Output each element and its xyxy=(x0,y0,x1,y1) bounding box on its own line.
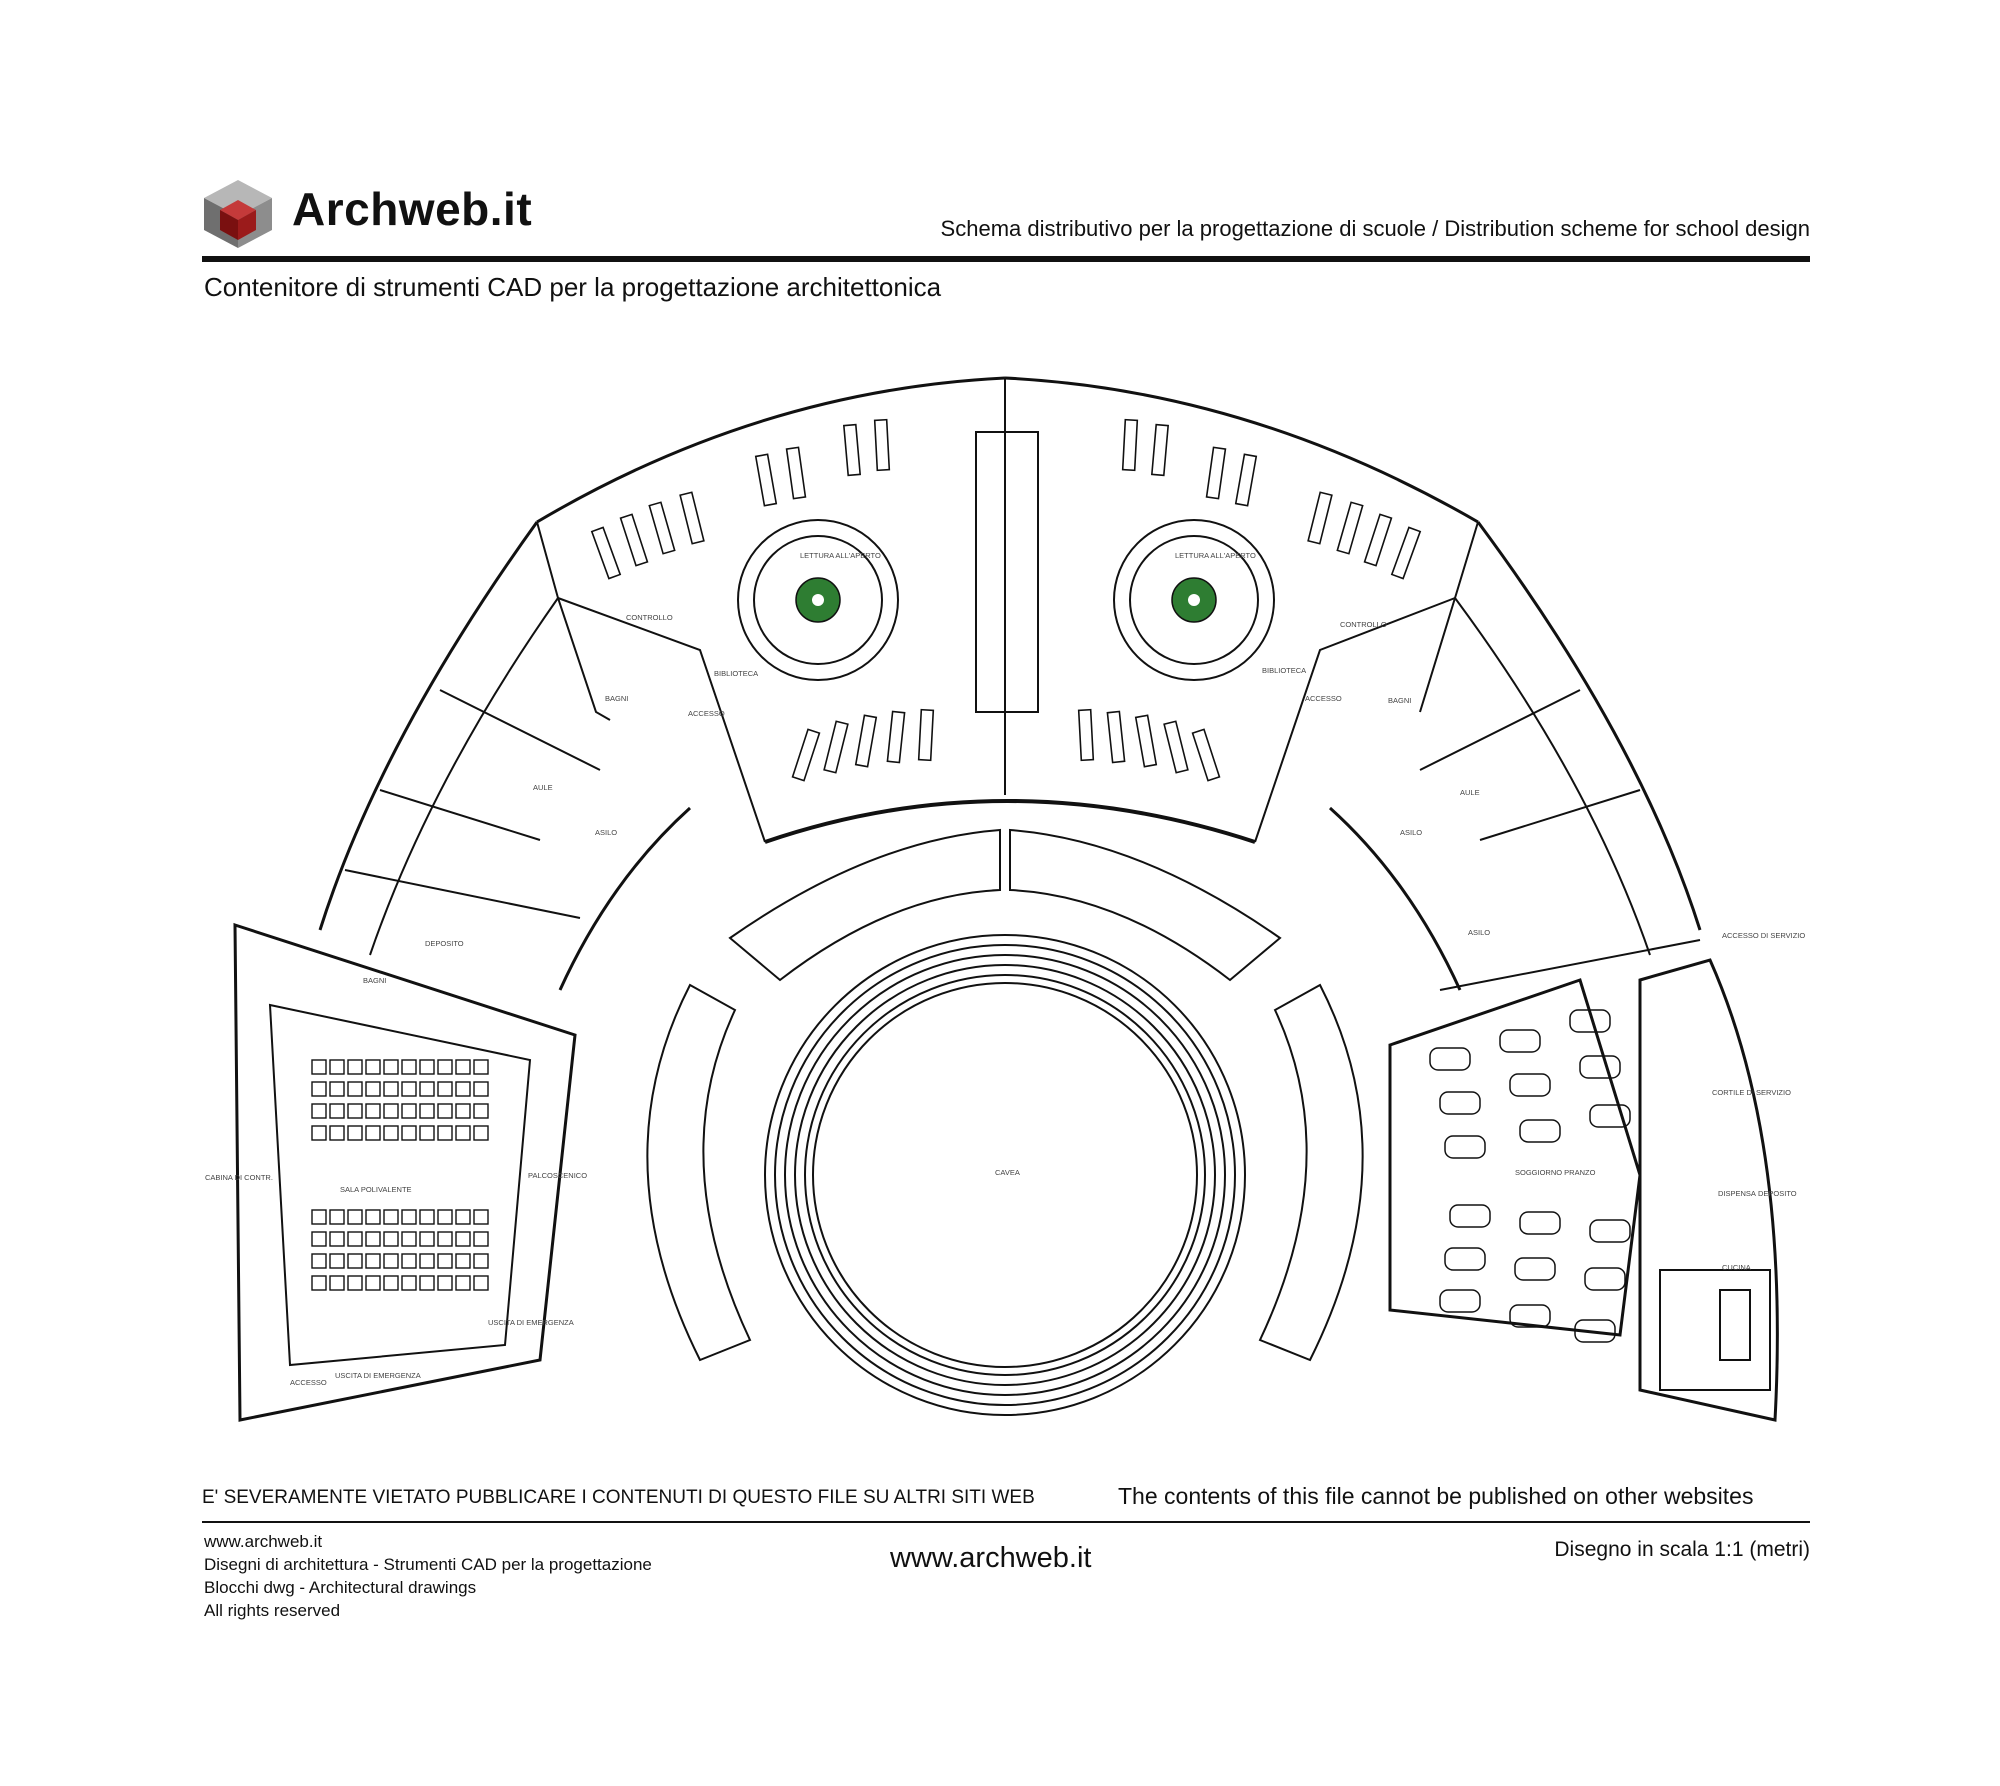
label-asilo-3: ASILO xyxy=(1468,928,1490,937)
label-bagni-2: BAGNI xyxy=(1388,696,1411,705)
label-accesso-right: ACCESSO xyxy=(1305,694,1342,703)
label-uscita-2: USCITA DI EMERGENZA xyxy=(488,1318,574,1327)
service-wing xyxy=(1638,958,1779,1422)
label-dispensa: DISPENSA xyxy=(1718,1189,1756,1198)
library-left-outer-wall xyxy=(536,521,611,721)
label-deposito-left: DEPOSITO xyxy=(425,939,464,948)
label-cavea: CAVEA xyxy=(995,1168,1020,1177)
dining-tables xyxy=(1429,1009,1631,1343)
label-bagni-1: BAGNI xyxy=(605,694,628,703)
label-accesso-servizio: ACCESSO DI SERVIZIO xyxy=(1722,931,1805,940)
label-palcoscenico: PALCOSCENICO xyxy=(528,1171,587,1180)
footer-line: All rights reserved xyxy=(204,1601,341,1620)
cavea-outer-ring xyxy=(764,934,1246,1416)
label-lettura-left: LETTURA ALL'APERTO xyxy=(800,551,881,560)
label-lettura-right: LETTURA ALL'APERTO xyxy=(1175,551,1256,560)
label-accesso-left: ACCESSO xyxy=(688,709,725,718)
reading-circle-right xyxy=(1113,519,1275,681)
label-uscita-1: USCITA DI EMERGENZA xyxy=(335,1371,421,1380)
reading-circle-left xyxy=(737,519,899,681)
label-biblioteca-right: BIBLIOTECA xyxy=(1262,666,1306,675)
footer-line: Blocchi dwg - Architectural drawings xyxy=(204,1578,477,1597)
drawing-subtitle: Schema distributivo per la progettazione… xyxy=(940,216,1810,241)
label-asilo-1: ASILO xyxy=(595,828,617,837)
drawing-scale: Disegno in scala 1:1 (metri) xyxy=(1554,1538,1810,1561)
label-controllo-left: CONTROLLO xyxy=(626,613,673,622)
label-cabina: CABINA DI CONTR. xyxy=(205,1173,273,1182)
label-deposito-right: DEPOSITO xyxy=(1758,1189,1797,1198)
central-table xyxy=(975,431,1039,713)
label-controllo-right: CONTROLLO xyxy=(1340,620,1387,629)
library-inner-wall xyxy=(764,799,1256,844)
auditorium-walls xyxy=(233,922,577,1422)
label-cortile: CORTILE DI SERVIZIO xyxy=(1712,1088,1791,1097)
seating-block-left xyxy=(646,983,752,1362)
seating-block-top-left xyxy=(728,828,1001,982)
label-bagni-3: BAGNI xyxy=(363,976,386,985)
label-sala: SALA POLIVALENTE xyxy=(340,1185,412,1194)
footer-line[interactable]: www.archweb.it xyxy=(204,1532,323,1551)
dining-hall-walls xyxy=(1388,978,1642,1337)
footer-divider xyxy=(202,1521,1810,1523)
label-asilo-2: ASILO xyxy=(1400,828,1422,837)
archweb-logo-icon xyxy=(204,180,272,248)
footer-url-link[interactable]: www.archweb.it xyxy=(890,1542,1092,1574)
label-aule-right: AULE xyxy=(1460,788,1480,797)
warning-italian: E' SEVERAMENTE VIETATO PUBBLICARE I CONT… xyxy=(202,1487,1035,1508)
label-cucina: CUCINA xyxy=(1722,1263,1751,1272)
warning-english: The contents of this file cannot be publ… xyxy=(1118,1483,1754,1509)
tagline: Contenitore di strumenti CAD per la prog… xyxy=(204,272,942,302)
label-accesso-sala: ACCESSO xyxy=(290,1378,327,1387)
header-divider xyxy=(202,256,1810,262)
footer-credits: www.archweb.it Disegni di architettura -… xyxy=(204,1530,652,1622)
auditorium-seats xyxy=(311,1059,489,1291)
brand-title[interactable]: Archweb.it xyxy=(292,183,533,235)
footer-line: Disegni di architettura - Strumenti CAD … xyxy=(204,1555,652,1574)
reading-tree-icon xyxy=(795,577,1217,623)
seating-block-right xyxy=(1258,983,1364,1362)
label-biblioteca-left: BIBLIOTECA xyxy=(714,669,758,678)
seating-block-top-right xyxy=(1009,828,1282,982)
library-shelves xyxy=(590,418,1422,782)
label-soggiorno: SOGGIORNO PRANZO xyxy=(1515,1168,1596,1177)
label-aule-left: AULE xyxy=(533,783,553,792)
